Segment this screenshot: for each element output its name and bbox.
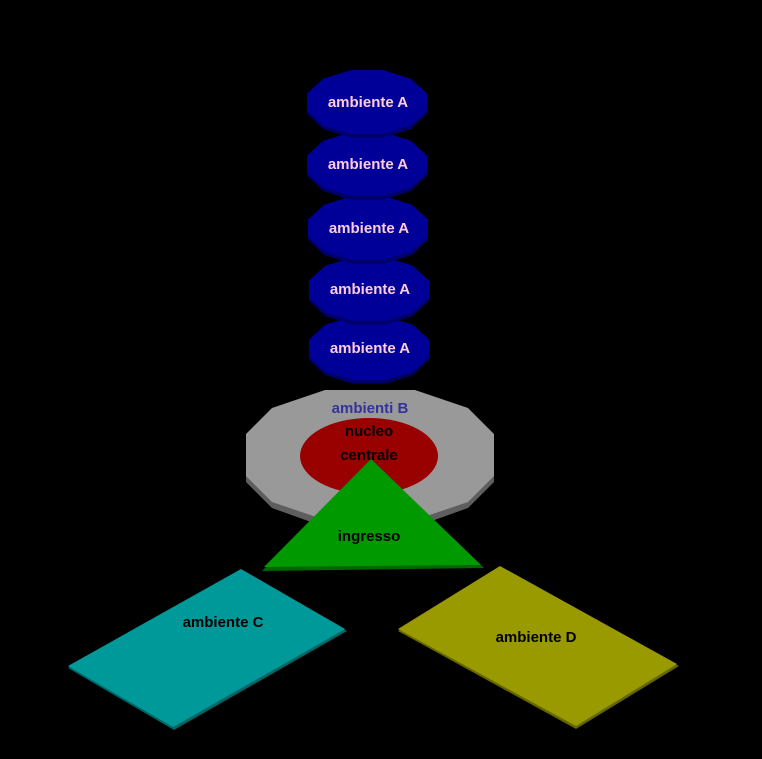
entrance-label: ingresso (338, 528, 401, 545)
stack-a: ambiente A ambiente A ambiente A ambiente A… (307, 70, 429, 384)
core-label-line2: centrale (340, 447, 398, 464)
room-d-shape (398, 566, 677, 726)
stack-a-item-label: ambiente A (328, 94, 408, 111)
core-label-line1: nucleo (345, 423, 393, 440)
stack-a-item-label: ambiente A (328, 156, 408, 173)
room-c-label: ambiente C (183, 614, 264, 631)
core: nucleo centrale (300, 418, 438, 494)
stack-a-item-label: ambiente A (329, 220, 409, 237)
room-d: ambiente D (398, 566, 679, 729)
ring-b-label: ambienti B (332, 400, 409, 417)
stack-a-item-label: ambiente A (330, 281, 410, 298)
entrance: ingresso (262, 459, 484, 571)
stack-a-item-shape (308, 196, 428, 260)
stack-a-item: ambiente A (309, 257, 429, 325)
stack-a-item-shape (309, 316, 429, 380)
room-c-shape (68, 569, 345, 727)
stack-a-item-shape (309, 257, 429, 321)
stack-a-item-shape (307, 70, 427, 134)
stack-a-item: ambiente A (309, 316, 429, 384)
room-d-label: ambiente D (496, 629, 577, 646)
entrance-shape (264, 459, 481, 567)
stack-a-item-shape (307, 132, 427, 196)
stack-a-item: ambiente A (307, 132, 427, 200)
stack-a-item-label: ambiente A (330, 340, 410, 357)
stack-a-item: ambiente A (307, 70, 427, 138)
core-shape (300, 418, 438, 494)
stack-a-item: ambiente A (308, 196, 428, 264)
room-c: ambiente C (68, 569, 347, 730)
